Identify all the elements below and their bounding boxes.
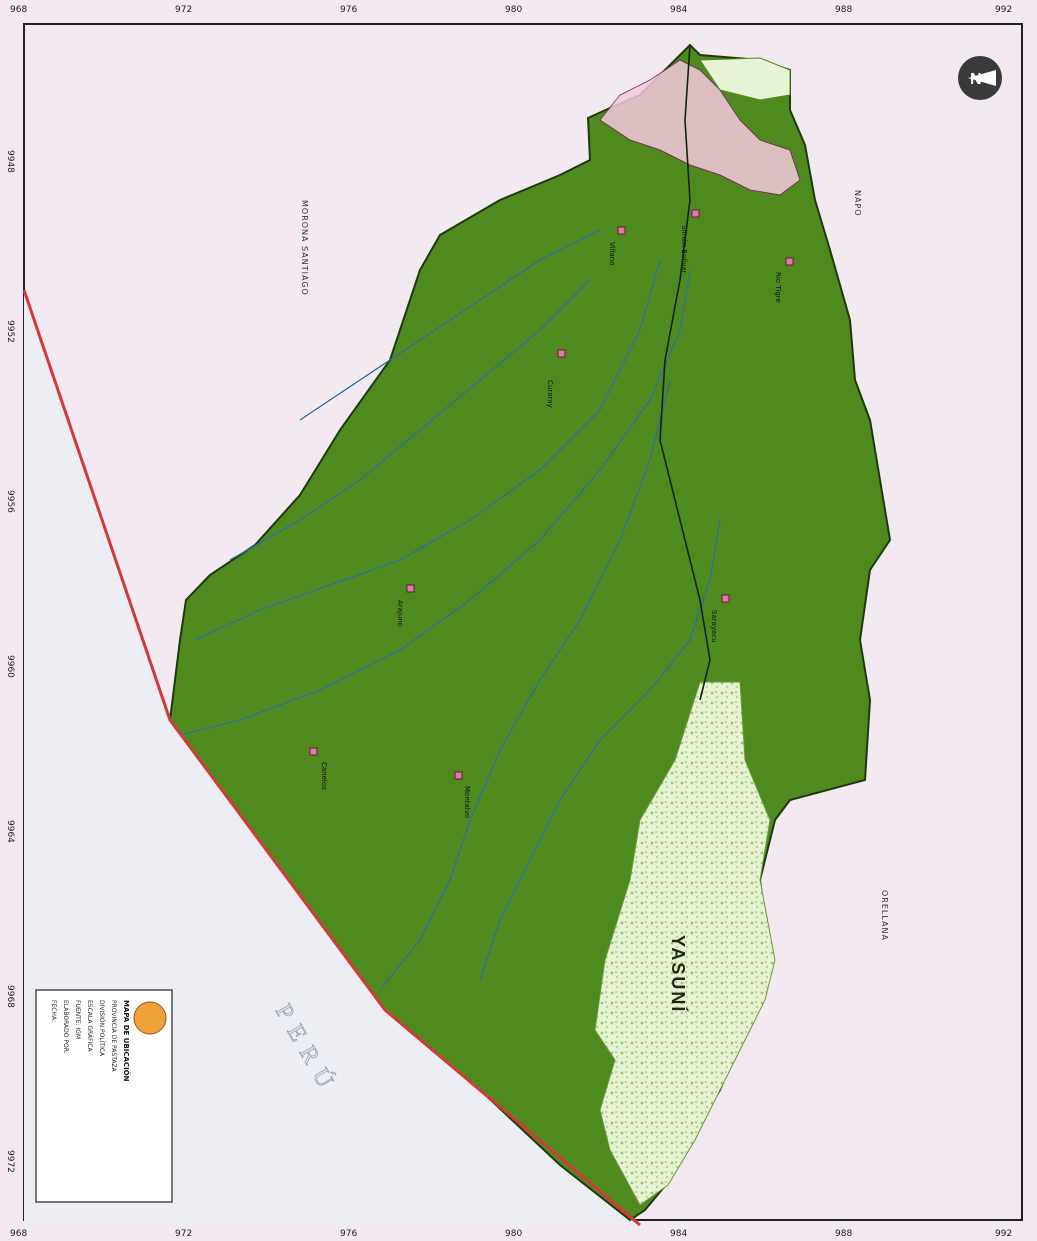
river-2	[194, 259, 661, 641]
park-label-yasuni: YASUNÍ	[668, 935, 689, 1013]
legend-line: FUENTE: IGM	[74, 1000, 81, 1039]
neighbor-napo: NAPO	[853, 190, 862, 217]
bottom-tick-label: 992	[995, 1229, 1012, 1239]
top-tick-label: 980	[505, 5, 522, 15]
town-marker[interactable]	[721, 594, 730, 603]
left-tick-label: 9956	[5, 490, 15, 513]
legend-line: FECHA:	[50, 1000, 57, 1022]
town-marker[interactable]	[557, 349, 566, 358]
left-tick-label: 9952	[5, 320, 15, 343]
river-6	[229, 279, 591, 561]
peru-area	[24, 290, 640, 1225]
place-label: Simón Bolívar	[680, 225, 688, 274]
bottom-tick-label: 976	[340, 1229, 357, 1239]
river-4	[479, 519, 721, 981]
top-tick-label: 968	[10, 5, 27, 15]
legend-line: ESCALA GRÁFICA	[86, 1000, 93, 1052]
left-tick-label: 9964	[5, 820, 15, 843]
town-marker[interactable]	[406, 584, 415, 593]
north-park-area	[699, 57, 791, 101]
left-axis: 9948 9952 9956 9960 9964 9968 9972	[5, 150, 15, 1173]
logo-icon	[133, 1001, 167, 1035]
legend-line: DIVISIÓN POLÍTICA	[98, 1000, 105, 1057]
place-label: Montalvo	[463, 786, 471, 818]
place-label: Sarayacu	[710, 610, 718, 643]
legend-subtitle: PROVINCIA DE PASTAZA	[110, 1000, 117, 1073]
top-tick-label: 988	[835, 5, 852, 15]
river-5	[299, 229, 601, 421]
compass-letter: N	[970, 71, 982, 88]
place-label: Villano	[608, 242, 616, 265]
legend-box: MAPA DE UBICACIÓN PROVINCIA DE PASTAZA D…	[35, 989, 173, 1203]
neighbor-morona-santiago: MORONA SANTIAGO	[300, 200, 309, 296]
top-tick-label: 976	[340, 5, 357, 15]
compass-arrow-icon	[968, 70, 996, 86]
town-marker[interactable]	[691, 209, 700, 218]
bottom-tick-label: 972	[175, 1229, 192, 1239]
place-label: Curaray	[546, 380, 554, 408]
place-label: Canelos	[320, 762, 328, 790]
left-tick-label: 9960	[5, 655, 15, 678]
town-marker[interactable]	[785, 257, 794, 266]
town-marker[interactable]	[454, 771, 463, 780]
town-marker[interactable]	[617, 226, 626, 235]
top-axis: 968 972 976 980 984 988 992	[10, 5, 1012, 15]
yasuni-park	[594, 681, 776, 1206]
river-3	[379, 379, 671, 991]
north-arrow: N	[958, 56, 1002, 100]
place-label: Rio Tigre	[774, 272, 782, 303]
town-markers	[309, 209, 794, 780]
top-tick-label: 984	[670, 5, 687, 15]
left-tick-label: 9972	[5, 1150, 15, 1173]
internal-boundary	[659, 44, 711, 701]
bottom-tick-label: 984	[670, 1229, 687, 1239]
bottom-axis: 968 972 976 980 984 988 992	[10, 1229, 1012, 1239]
top-tick-label: 992	[995, 5, 1012, 15]
legend-title: MAPA DE UBICACIÓN	[122, 1000, 131, 1082]
bottom-tick-label: 980	[505, 1229, 522, 1239]
left-tick-label: 9968	[5, 985, 15, 1008]
neighbor-orellana: ORELLANA	[880, 890, 889, 941]
international-border	[22, 289, 641, 1227]
bottom-tick-label: 968	[10, 1229, 27, 1239]
urban-area	[599, 59, 801, 196]
town-marker[interactable]	[309, 747, 318, 756]
bottom-tick-label: 988	[835, 1229, 852, 1239]
legend-line: ELABORADO POR:	[62, 1000, 69, 1054]
place-label: Arajuno	[396, 600, 404, 627]
left-tick-label: 9948	[5, 150, 15, 173]
top-tick-label: 972	[175, 5, 192, 15]
